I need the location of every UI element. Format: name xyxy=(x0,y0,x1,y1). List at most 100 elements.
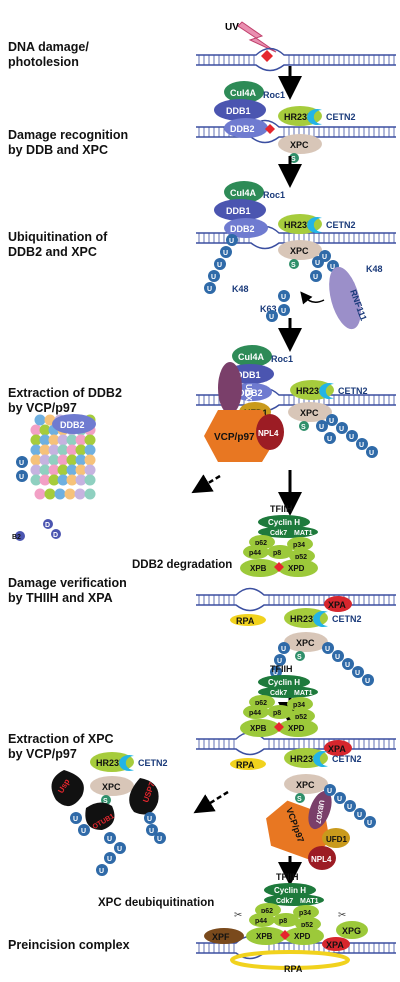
svg-text:DDB2: DDB2 xyxy=(230,224,255,234)
svg-text:U: U xyxy=(355,670,360,677)
ddb2-degraded xyxy=(52,414,96,434)
ubiquitin xyxy=(346,430,358,442)
svg-text:U: U xyxy=(319,424,324,431)
svg-text:HR23B: HR23B xyxy=(290,614,320,624)
svg-text:CETN2: CETN2 xyxy=(332,754,362,764)
proteasome-subunit xyxy=(57,474,69,486)
ubiquitin xyxy=(104,852,116,864)
svg-text:U: U xyxy=(99,868,104,875)
svg-text:Cul4A: Cul4A xyxy=(230,188,257,198)
ubiquitin-chain: UUU xyxy=(266,290,290,322)
svg-text:Roc1: Roc1 xyxy=(263,190,285,200)
cul4a-protein xyxy=(224,81,264,103)
svg-text:Cyclin H: Cyclin H xyxy=(268,518,300,527)
svg-text:U: U xyxy=(345,662,350,669)
proteasome-subunit xyxy=(57,434,69,446)
ubiquitin xyxy=(352,666,364,678)
svg-text:Cdk7: Cdk7 xyxy=(270,690,287,697)
svg-text:U: U xyxy=(365,678,370,685)
usp7-dub xyxy=(129,778,159,815)
proteasome-subunit xyxy=(30,474,42,486)
ubiquitin xyxy=(322,642,334,654)
svg-text:p62: p62 xyxy=(261,908,273,915)
svg-text:TFIIH: TFIIH xyxy=(270,664,293,674)
ubiquitin xyxy=(334,792,346,804)
svg-text:HR23B: HR23B xyxy=(284,220,314,230)
usp-dub xyxy=(51,770,84,807)
proteasome-subunit xyxy=(84,444,96,456)
k48-label: K48 xyxy=(232,284,249,294)
proteasome-subunit xyxy=(75,464,87,476)
svg-text:p44: p44 xyxy=(249,710,261,717)
svg-text:p52: p52 xyxy=(301,922,313,929)
proteasome-subunit xyxy=(39,474,51,486)
svg-text:U: U xyxy=(330,264,335,271)
svg-text:B2: B2 xyxy=(12,534,21,541)
svg-text:XPD: XPD xyxy=(288,724,305,733)
uv-lightning-icon xyxy=(237,21,277,53)
svg-text:K48: K48 xyxy=(366,264,383,274)
proteasome-subunit xyxy=(48,444,60,456)
svg-text:U: U xyxy=(223,250,228,257)
svg-text:DDB1: DDB1 xyxy=(236,370,261,380)
stage-dna-damage: UV xyxy=(196,21,396,72)
svg-text:U: U xyxy=(367,820,372,827)
svg-text:S: S xyxy=(297,796,302,803)
ubiquitin xyxy=(278,290,290,302)
svg-text:S: S xyxy=(301,424,306,431)
svg-text:p52: p52 xyxy=(295,714,307,721)
proteasome-subunit xyxy=(48,454,60,466)
ubxd7-label: UBXD7 xyxy=(244,384,253,412)
svg-text:U: U xyxy=(322,254,327,261)
npl4-protein xyxy=(256,414,284,450)
svg-text:U: U xyxy=(347,804,352,811)
proteasome-subunit xyxy=(66,464,78,476)
ddb2-degradation-label: DDB2 degradation xyxy=(132,559,232,571)
svg-text:Cdk7: Cdk7 xyxy=(270,530,287,537)
svg-text:D: D xyxy=(53,532,58,539)
ubiquitin xyxy=(270,666,282,678)
ubiquitin xyxy=(114,842,126,854)
svg-text:CETN2: CETN2 xyxy=(338,386,368,396)
proteasome-subunit xyxy=(75,474,87,486)
k63-label: K63 xyxy=(260,304,277,314)
ubiquitin xyxy=(336,422,348,434)
ubiquitin xyxy=(326,414,338,426)
svg-text:TFIIH: TFIIH xyxy=(270,504,293,514)
ubiquitin-chain: UU xyxy=(310,256,324,282)
ubiquitin xyxy=(144,812,156,824)
ubiquitin xyxy=(366,446,378,458)
ubiquitin xyxy=(70,812,82,824)
proteasome-subunit xyxy=(48,434,60,446)
xpf-protein xyxy=(204,928,244,944)
ubiquitin xyxy=(96,864,108,876)
ubiquitin xyxy=(278,304,290,316)
proteasome-subunit xyxy=(57,454,69,466)
ddb1-protein xyxy=(214,99,266,121)
scissors-icon-left: ✂ xyxy=(234,910,242,921)
proteasome-subunit xyxy=(84,464,96,476)
proteasome-subunit xyxy=(39,464,51,476)
svg-text:U: U xyxy=(327,436,332,443)
ubiquitin-chain: UU xyxy=(96,852,116,876)
ubiquitin xyxy=(146,824,158,836)
ubiquitin xyxy=(208,270,220,282)
proteasome-subunit xyxy=(84,474,96,486)
svg-text:U: U xyxy=(277,658,282,665)
svg-text:XPD: XPD xyxy=(294,932,311,941)
svg-text:U: U xyxy=(281,646,286,653)
svg-text:U: U xyxy=(207,286,212,293)
svg-text:U: U xyxy=(315,260,320,267)
svg-text:DDB2: DDB2 xyxy=(60,420,85,430)
svg-text:U: U xyxy=(369,450,374,457)
svg-text:U: U xyxy=(349,434,354,441)
ubiquitin xyxy=(104,832,116,844)
otub1-dub xyxy=(85,802,115,830)
hr23b-label: HR23B xyxy=(284,112,314,122)
svg-text:U: U xyxy=(217,262,222,269)
svg-text:U: U xyxy=(281,308,286,315)
